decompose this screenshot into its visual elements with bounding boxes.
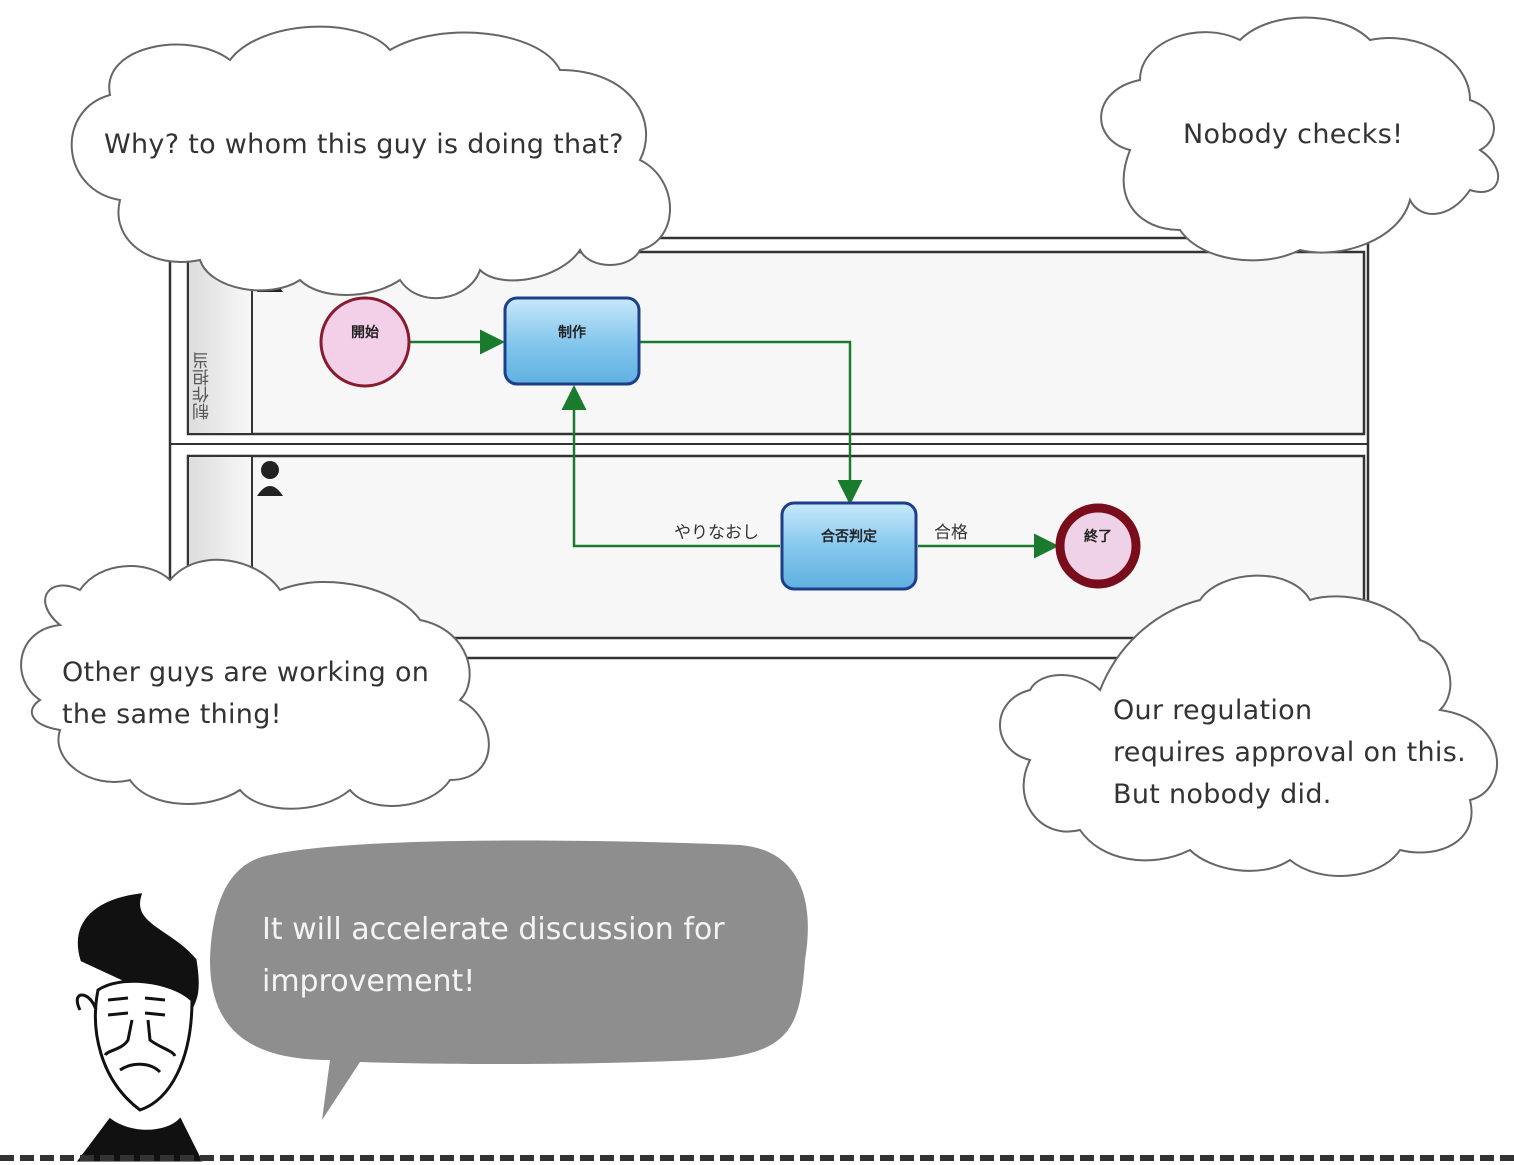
end-event (1055, 503, 1141, 589)
speech-text-1: It will accelerate discussion for (262, 912, 725, 947)
edge-label-pass: 合格 (934, 523, 968, 543)
speech-bubble (210, 840, 808, 1120)
cloud-nobody-text: Nobody checks! (1183, 119, 1404, 150)
task-create (503, 296, 641, 386)
start-event-label: 開始 (351, 325, 379, 341)
cloud-why (70, 25, 671, 299)
speech-text-2: improvement! (262, 964, 476, 999)
flow-arrows (410, 329, 1059, 559)
cloud-regulation-text-1: Our regulation (1113, 695, 1313, 726)
task-judge-label: 合否判定 (821, 529, 877, 545)
cloud-nobody (1100, 16, 1500, 262)
lane-1-label: 制作担当 (193, 352, 213, 420)
cloud-other-text-1: Other guys are working on (62, 657, 430, 688)
task-judge (780, 501, 918, 591)
person-icon (257, 461, 283, 496)
cloud-other-text-2: the same thing! (62, 699, 282, 730)
edge-label-redo: やりなおし (674, 523, 759, 543)
task-create-label: 制作 (558, 325, 586, 341)
flow-redo (561, 385, 780, 548)
man-avatar (75, 893, 203, 1162)
cloud-regulation (999, 574, 1499, 877)
cloud-regulation-text-3: But nobody did. (1113, 779, 1332, 810)
cloud-why-text: Why? to whom this guy is doing that? (104, 129, 624, 160)
cloud-regulation-text-2: requires approval on this. (1113, 737, 1466, 768)
end-event-label: 終了 (1084, 529, 1112, 545)
flow-create-judge (640, 340, 863, 505)
start-event (319, 296, 411, 388)
cloud-other (20, 558, 490, 810)
